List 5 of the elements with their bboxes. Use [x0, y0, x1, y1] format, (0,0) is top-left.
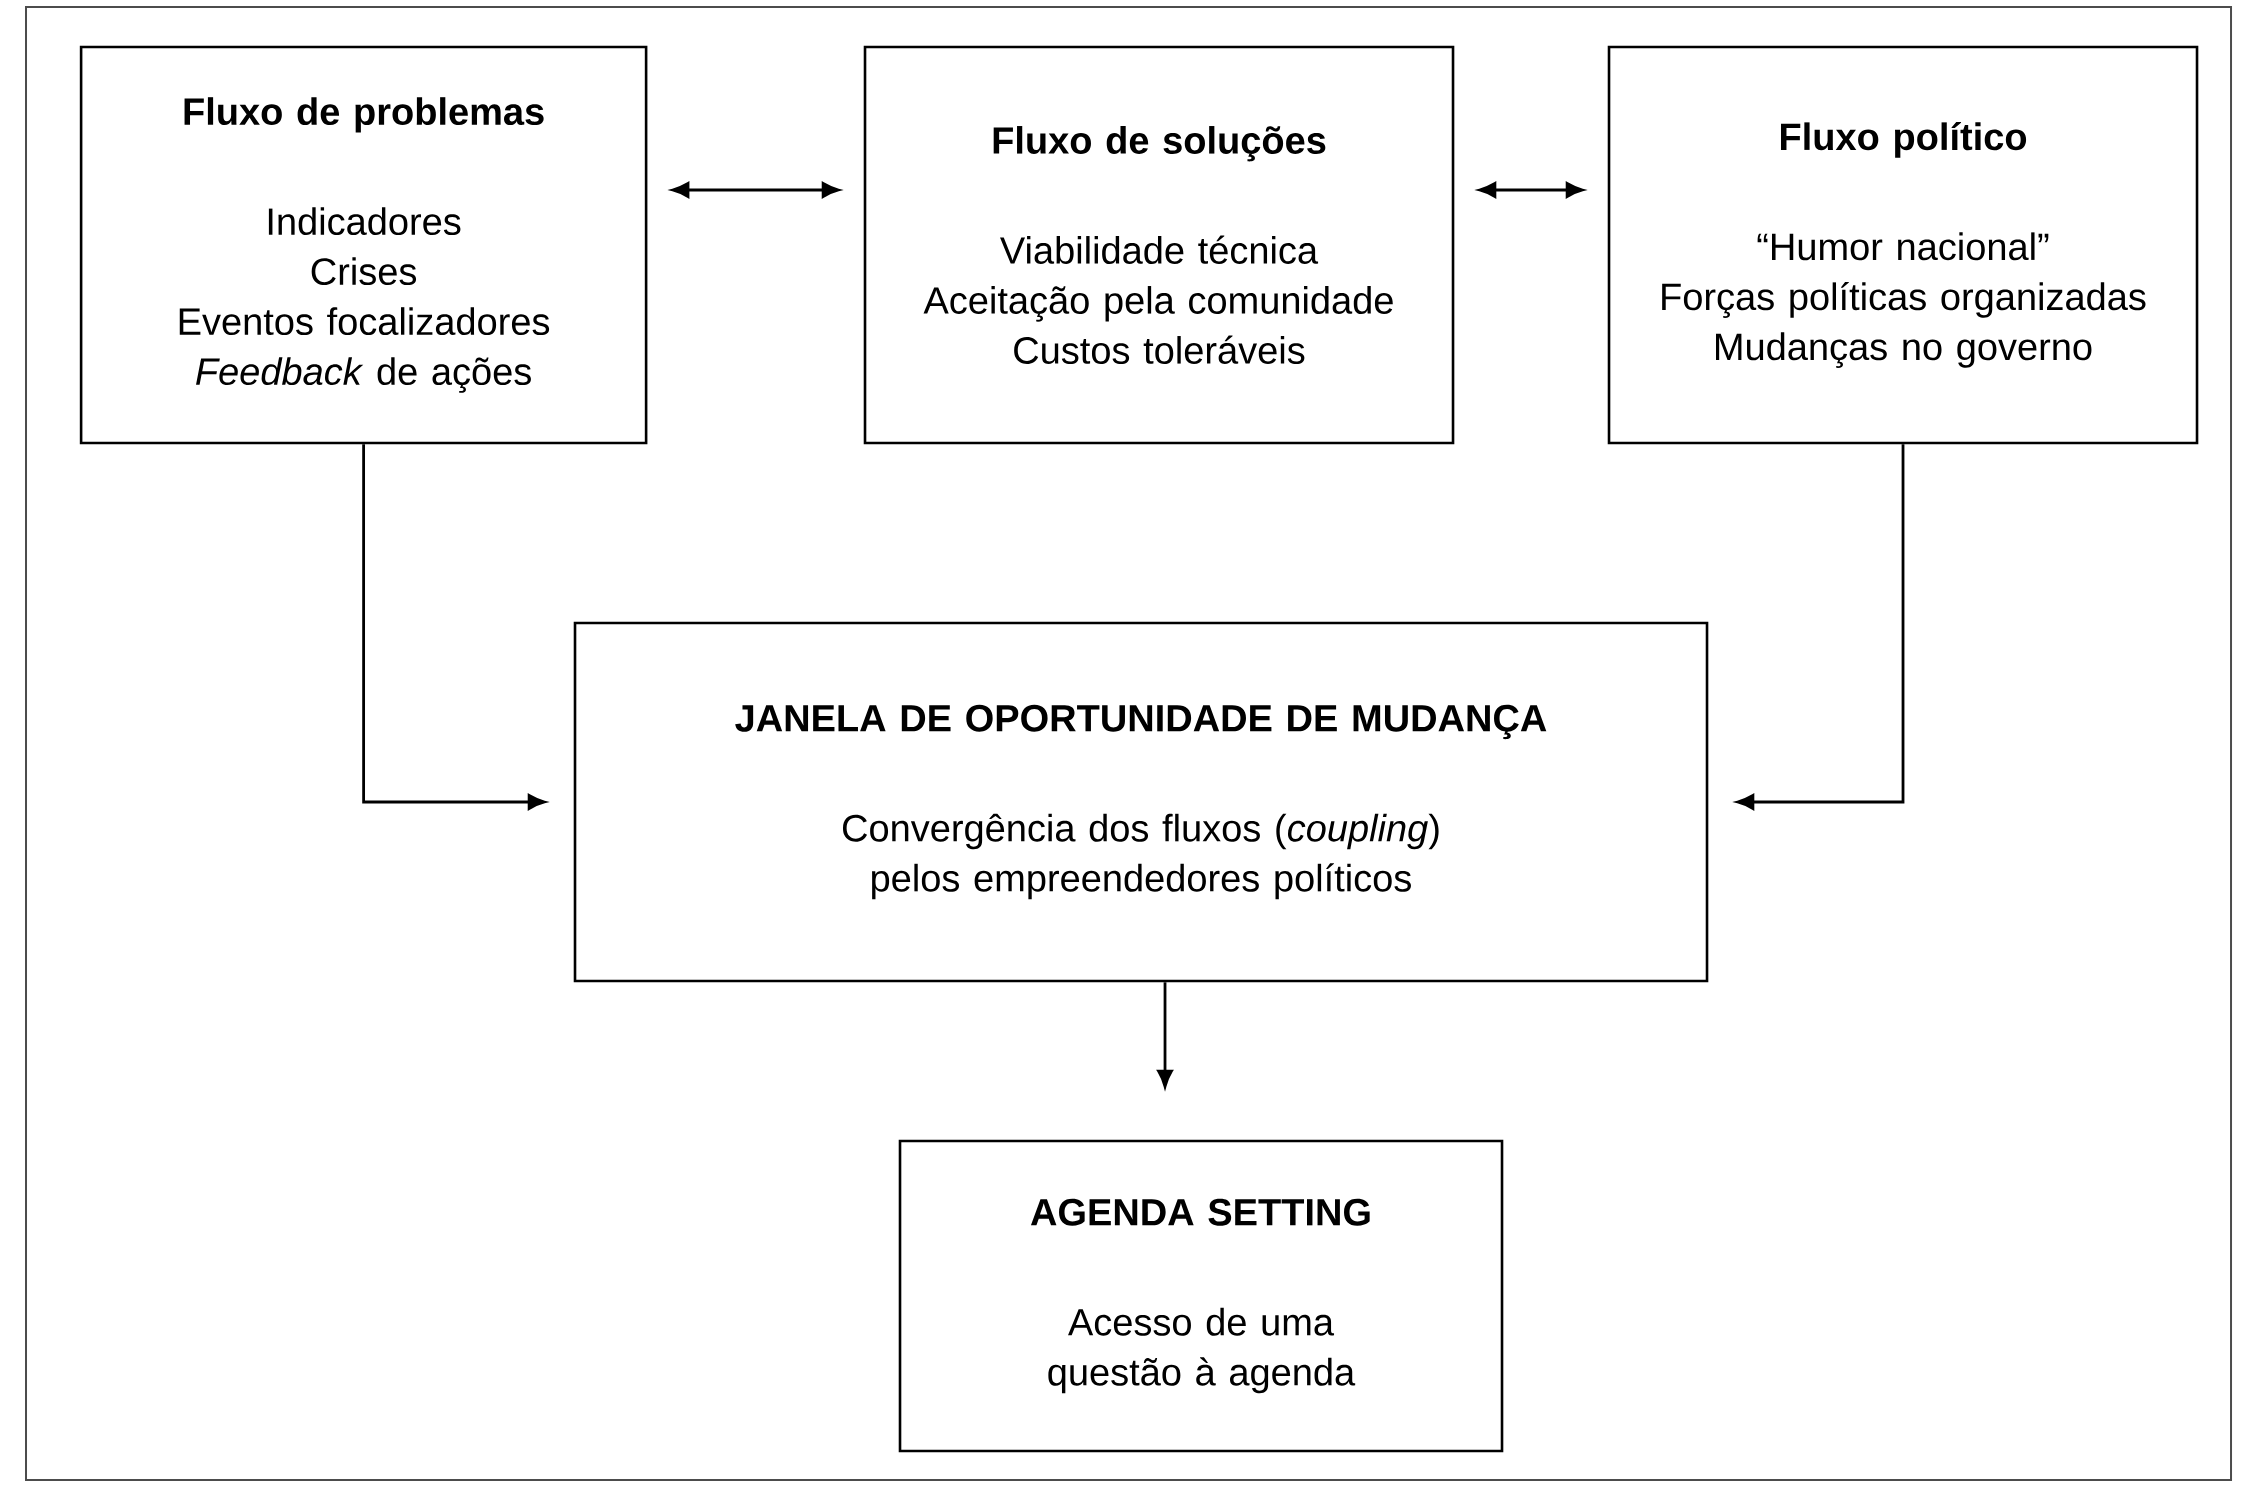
flow-box: AGENDA SETTING Acesso de uma questão à agenda: [898, 1139, 1504, 1453]
flow-box: JANELA DE OPORTUNIDADE DE MUDANÇA Convergência dos fluxos (coupling) pelos empreendedores políticos: [573, 621, 1709, 983]
flow-box: Fluxo político “Humor nacional” Forças políticas organizadas Mudanças no governo: [1607, 45, 2199, 445]
flow-box: Fluxo de problemas Indicadores Crises Eventos focalizadores Feedback de ações: [79, 45, 648, 445]
flow-box: Fluxo de soluções Viabilidade técnica Aceitação pela comunidade Custos toleráveis: [863, 45, 1455, 445]
